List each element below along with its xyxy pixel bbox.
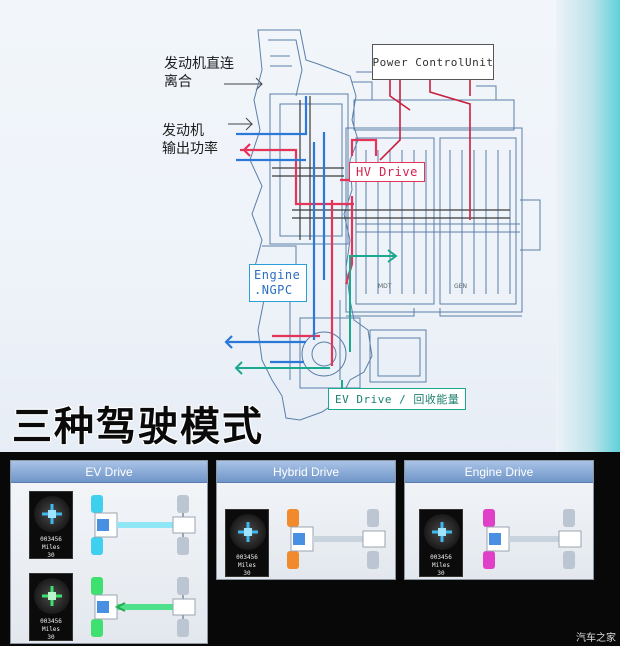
odometer: 003456 [40, 618, 62, 625]
generator-label: GEN [454, 283, 467, 290]
direction-icon [42, 504, 62, 524]
scan-edge [556, 0, 620, 452]
motor-label: MDT [378, 283, 392, 290]
engine-flow [224, 96, 326, 364]
drivetrain-engine [483, 509, 582, 569]
drivetrain-hybrid [287, 509, 386, 569]
panel-title: Hybrid Drive [217, 461, 395, 483]
transmission-schematic [224, 29, 541, 421]
gear-shafts [272, 96, 510, 240]
engine-output-power-label: 发动机 输出功率 [162, 123, 218, 157]
odometer: 003456 [236, 554, 258, 561]
speed: 30 [437, 570, 445, 577]
odometer-unit: Miles [41, 544, 61, 551]
odometer: 003456 [40, 536, 62, 543]
odometer-unit: Miles [237, 562, 257, 569]
odometer-unit: Miles [41, 626, 61, 633]
engine-ngpc-label: Engine .NGPC [249, 264, 307, 302]
label-arrows [224, 77, 263, 131]
direction-icon [42, 586, 62, 606]
speed: 30 [243, 570, 251, 577]
hv-drive-label: HV Drive [349, 162, 425, 182]
odometer: 003456 [430, 554, 452, 561]
main-title: 三种驾驶模式 [12, 404, 264, 450]
motor-generator-blocks [345, 71, 541, 317]
direction-icon [432, 522, 452, 542]
speed: 30 [47, 552, 55, 559]
direction-icon [238, 522, 258, 542]
pcu-wires [379, 80, 471, 220]
power-control-unit-box: Power ControlUnit [372, 44, 494, 80]
speed: 30 [47, 634, 55, 641]
ev-regen-label: EV Drive / 回收能量 [328, 388, 467, 410]
transmission-housing [249, 29, 427, 421]
panel-title: EV Drive [11, 461, 207, 483]
panel-title: Engine Drive [405, 461, 593, 483]
engine-direct-clutch-label: 发动机直连 离合 [164, 56, 234, 90]
watermark: 汽车之家 [576, 633, 616, 644]
power-control-unit-label: Power ControlUnit [372, 55, 494, 69]
drivetrain-ev-2 [91, 577, 196, 637]
drivetrain-ev-1 [91, 495, 196, 555]
odometer-unit: Miles [431, 562, 451, 569]
schematic-area: 发动机直连 离合 发动机 输出功率 Power ControlUnit HV D… [0, 0, 620, 452]
